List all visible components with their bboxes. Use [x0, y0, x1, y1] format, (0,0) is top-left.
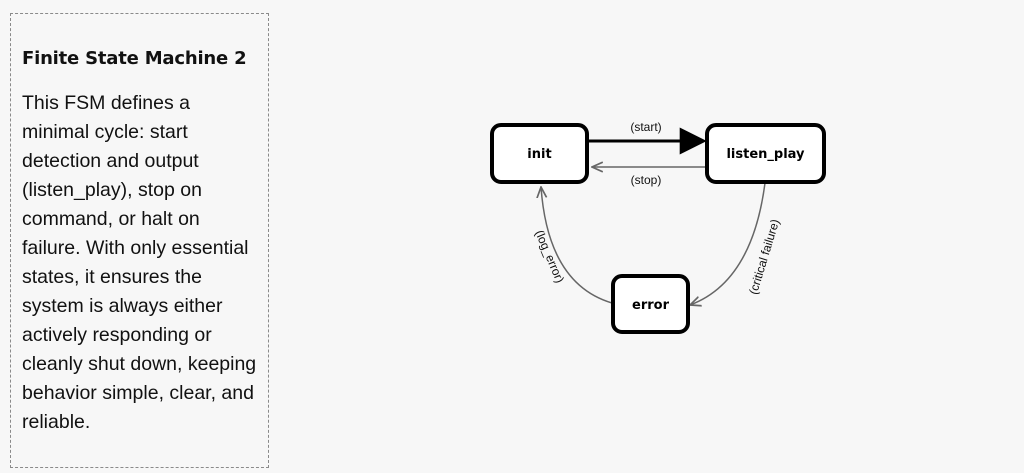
state-listen-play-label: listen_play: [726, 147, 805, 162]
edge-label-stop: (stop): [631, 173, 662, 187]
state-init: init: [490, 123, 589, 184]
edge-label-log-error: (log_error): [532, 228, 567, 285]
panel-description: This FSM defines a minimal cycle: start …: [22, 92, 257, 433]
edge-label-start: (start): [630, 120, 661, 134]
state-error: error: [611, 274, 690, 334]
edge-critical-failure: [690, 182, 766, 305]
description-panel: Finite State Machine 2 This FSM defines …: [10, 13, 269, 468]
edge-label-critical-failure: (critical failure): [746, 217, 782, 296]
state-error-label: error: [632, 298, 670, 313]
state-listen-play: listen_play: [705, 123, 826, 184]
edge-log-error: [541, 187, 613, 304]
panel-title: Finite State Machine 2: [22, 48, 247, 69]
state-init-label: init: [527, 147, 551, 162]
